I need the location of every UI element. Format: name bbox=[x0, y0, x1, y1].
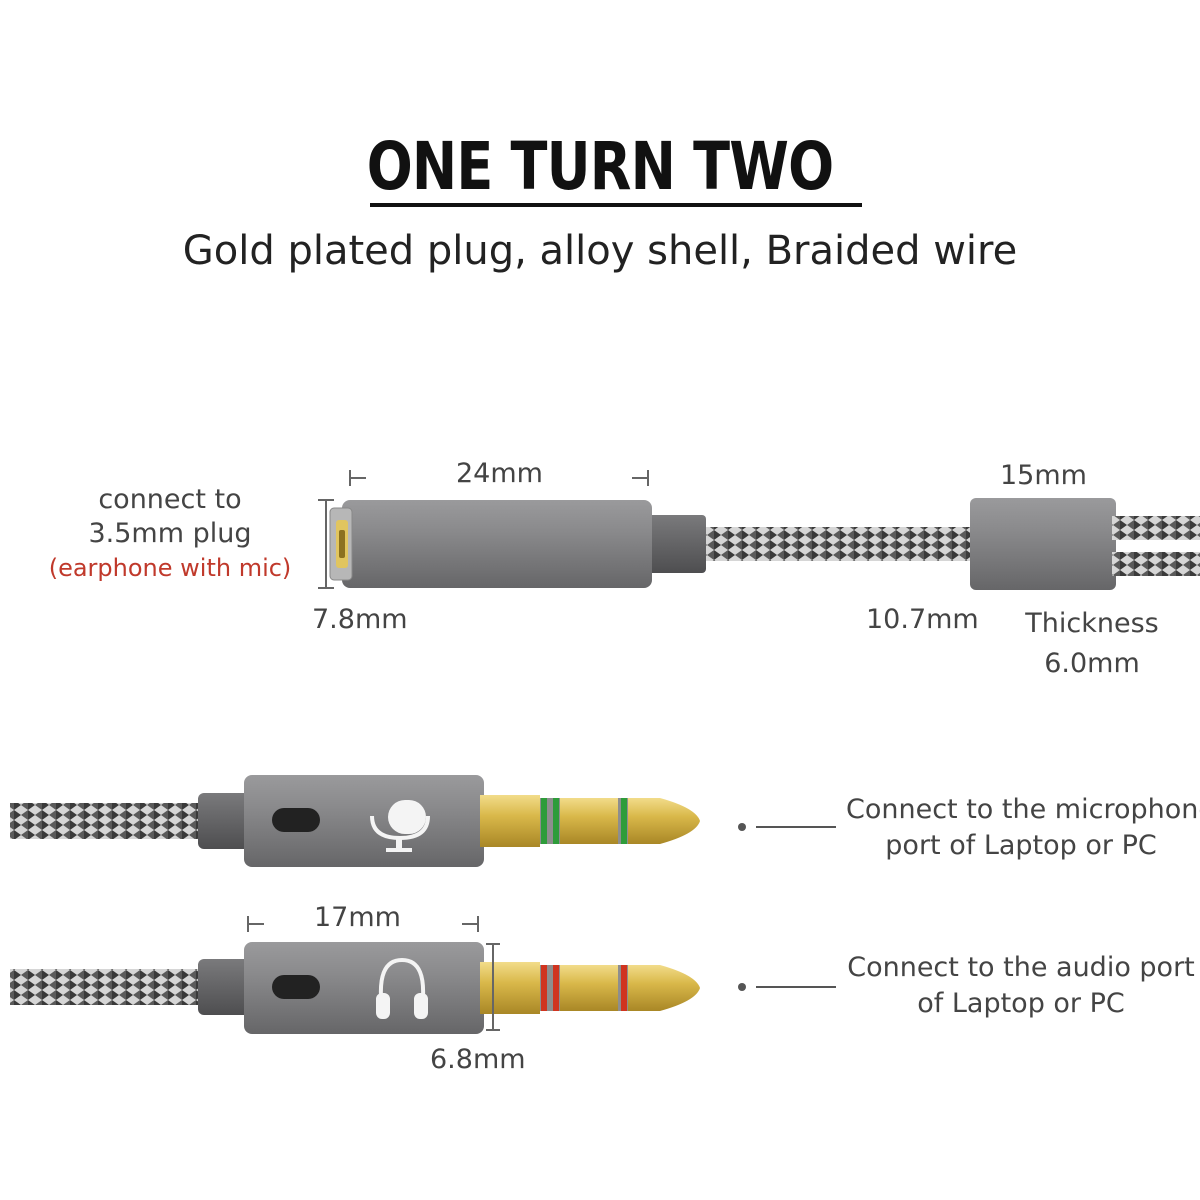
mic-ring-1 bbox=[541, 798, 547, 844]
thickness-label: Thickness bbox=[1025, 608, 1159, 639]
braided-cable-segment bbox=[10, 803, 210, 839]
page-subtitle: Gold plated plug, alloy shell, Braided w… bbox=[182, 228, 1018, 274]
headphone-icon bbox=[376, 957, 428, 1019]
splitter-body bbox=[970, 498, 1116, 590]
mic-plug-body bbox=[244, 775, 484, 867]
dimension-marks-top bbox=[318, 470, 649, 589]
mic-ring-2 bbox=[553, 798, 559, 844]
audio-ring-2 bbox=[553, 965, 559, 1011]
jack-body bbox=[342, 500, 652, 588]
audio-ring-1 bbox=[541, 965, 547, 1011]
mic-plug-assembly bbox=[10, 775, 836, 867]
plug-slot bbox=[272, 808, 320, 832]
title-underline bbox=[370, 203, 862, 207]
dimension-marks-bottom bbox=[247, 916, 500, 1031]
microphone-icon bbox=[370, 800, 430, 852]
female-jack-assembly bbox=[318, 470, 1200, 590]
mic-desc-line1: Connect to the microphone bbox=[846, 794, 1200, 825]
audio-plug-assembly bbox=[10, 916, 836, 1034]
jack-diameter-label: 7.8mm bbox=[312, 604, 408, 635]
audio-desc-line1: Connect to the audio port bbox=[847, 952, 1195, 983]
braided-cable-segment bbox=[10, 969, 210, 1005]
thickness-value: 6.0mm bbox=[1044, 648, 1140, 679]
page-title: ONE TURN TWO bbox=[366, 128, 834, 205]
audio-ring-3 bbox=[621, 965, 627, 1011]
jack-collar bbox=[648, 515, 706, 573]
mic-ring-3 bbox=[621, 798, 627, 844]
jack-length-label: 24mm bbox=[456, 458, 543, 489]
splitter-width-label: 10.7mm bbox=[866, 604, 979, 635]
connect-label-line2: 3.5mm plug bbox=[88, 518, 252, 549]
plug-slot bbox=[272, 975, 320, 999]
connect-label-line3: (earphone with mic) bbox=[48, 554, 292, 582]
splitter-length-label: 15mm bbox=[1000, 460, 1087, 491]
braided-cable-segment bbox=[700, 527, 975, 561]
audio-desc-line2: of Laptop or PC bbox=[917, 988, 1125, 1019]
mic-desc-line2: port of Laptop or PC bbox=[885, 830, 1157, 861]
audio-length-label: 17mm bbox=[314, 902, 401, 933]
connect-label-line1: connect to bbox=[98, 484, 242, 515]
audio-diameter-label: 6.8mm bbox=[430, 1044, 526, 1075]
